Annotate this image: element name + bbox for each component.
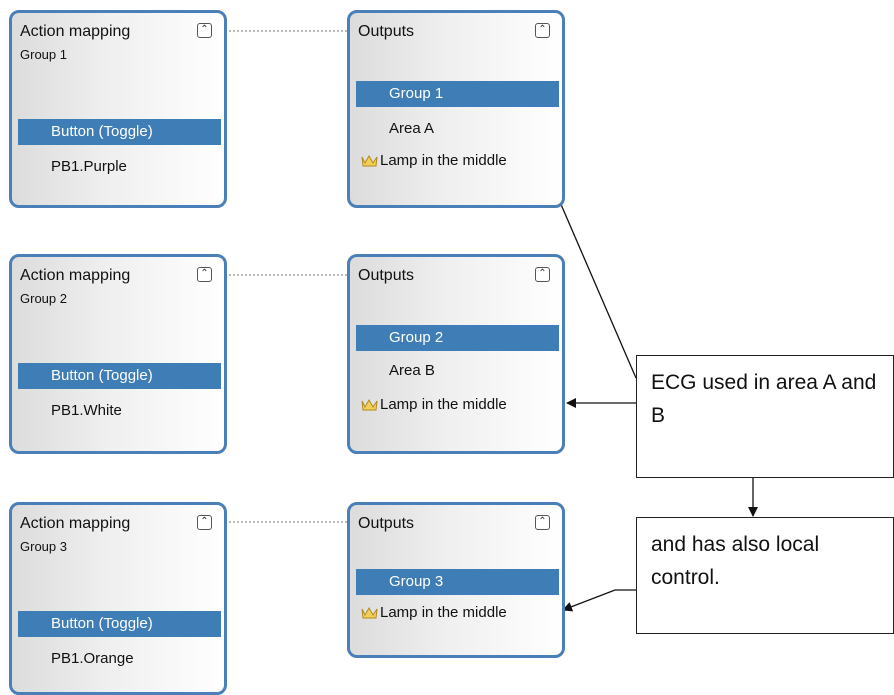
annotation-text: ECG used in area A and B	[651, 371, 877, 427]
area-row[interactable]: Area A	[389, 120, 435, 137]
collapse-icon[interactable]: ⌃	[535, 267, 550, 282]
outputs-node-2[interactable]: Outputs ⌃ Group 2 Area B Lamp in the mid…	[347, 254, 565, 454]
area-row[interactable]: Area B	[389, 362, 435, 379]
outputs-node-1[interactable]: Outputs ⌃ Group 1 Area A Lamp in the mid…	[347, 10, 565, 208]
action-mapping-node-3[interactable]: Action mapping Group 3 ⌃ Button (Toggle)…	[9, 502, 227, 695]
input-row[interactable]: PB1.White	[51, 402, 122, 419]
node-title: Action mapping	[20, 23, 131, 40]
collapse-icon[interactable]: ⌃	[535, 515, 550, 530]
lamp-label: Lamp in the middle	[380, 396, 507, 413]
arrow-to-lamp-3	[562, 589, 636, 612]
node-title: Action mapping	[20, 267, 131, 284]
input-row[interactable]: PB1.Purple	[51, 158, 127, 175]
button-toggle-row[interactable]: Button (Toggle)	[18, 119, 221, 145]
crown-icon	[361, 155, 378, 167]
node-title: Action mapping	[20, 515, 131, 532]
node-subtitle: Group 2	[20, 291, 67, 306]
lamp-row[interactable]: Lamp in the middle	[356, 148, 559, 174]
lamp-row[interactable]: Lamp in the middle	[356, 600, 559, 626]
button-toggle-row[interactable]: Button (Toggle)	[18, 363, 221, 389]
node-title: Outputs	[358, 267, 415, 284]
collapse-icon[interactable]: ⌃	[197, 515, 212, 530]
node-subtitle: Group 1	[20, 47, 67, 62]
node-title: Outputs	[358, 23, 415, 40]
lamp-label: Lamp in the middle	[380, 152, 507, 169]
group-row[interactable]: Group 1	[356, 81, 559, 107]
node-title: Outputs	[358, 515, 415, 532]
annotation-ecg-areas: ECG used in area A and B	[636, 355, 894, 478]
annotation-text: and has also local control.	[651, 533, 820, 589]
annotation-local-control: and has also local control.	[636, 517, 894, 634]
action-mapping-node-1[interactable]: Action mapping Group 1 ⌃ Button (Toggle)…	[9, 10, 227, 208]
group-row[interactable]: Group 2	[356, 325, 559, 351]
node-subtitle: Group 3	[20, 539, 67, 554]
action-mapping-node-2[interactable]: Action mapping Group 2 ⌃ Button (Toggle)…	[9, 254, 227, 454]
outputs-node-3[interactable]: Outputs ⌃ Group 3 Lamp in the middle	[347, 502, 565, 658]
input-row[interactable]: PB1.Orange	[51, 650, 134, 667]
button-toggle-row[interactable]: Button (Toggle)	[18, 611, 221, 637]
lamp-label: Lamp in the middle	[380, 604, 507, 621]
arrow-to-lamp-1	[545, 171, 637, 379]
crown-icon	[361, 607, 378, 619]
lamp-row[interactable]: Lamp in the middle	[356, 392, 559, 418]
group-row[interactable]: Group 3	[356, 569, 559, 595]
collapse-icon[interactable]: ⌃	[197, 23, 212, 38]
crown-icon	[361, 399, 378, 411]
collapse-icon[interactable]: ⌃	[535, 23, 550, 38]
collapse-icon[interactable]: ⌃	[197, 267, 212, 282]
